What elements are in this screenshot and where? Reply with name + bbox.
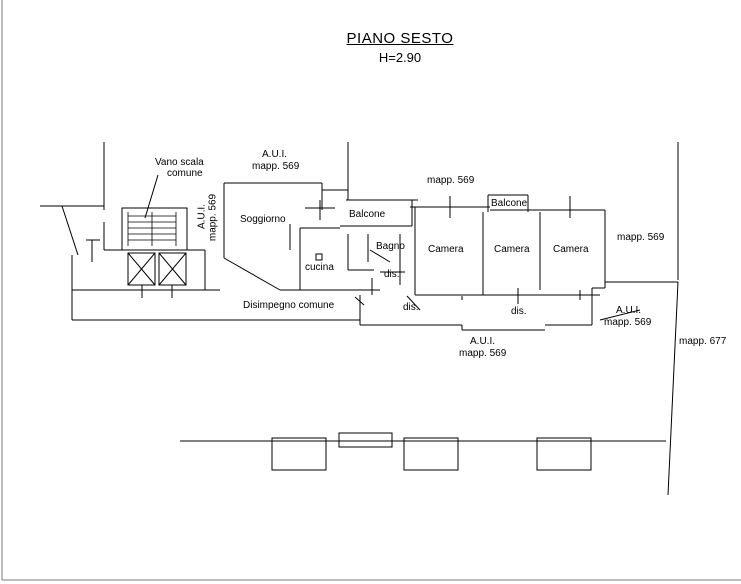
left-building-walls bbox=[40, 142, 360, 321]
plan-height: H=2.90 bbox=[378, 50, 422, 65]
label-disimpegno-comune: Disimpegno comune bbox=[243, 300, 335, 311]
label-mapp-569-right: mapp. 569 bbox=[617, 232, 665, 243]
label-aui-top: A.U.I. bbox=[262, 149, 288, 160]
label-comune: comune bbox=[167, 168, 203, 179]
label-aui-bottom: A.U.I. bbox=[470, 336, 496, 347]
right-boundary bbox=[605, 142, 679, 496]
balcone-bagno-walls bbox=[340, 142, 418, 295]
label-dis-1: dis. bbox=[384, 269, 400, 280]
label-balcone-left: Balcone bbox=[349, 209, 386, 220]
plan-title: PIANO SESTO bbox=[346, 30, 454, 47]
label-camera-3: Camera bbox=[553, 244, 589, 255]
label-soggiorno: Soggiorno bbox=[240, 214, 286, 225]
label-dis-3: dis. bbox=[511, 306, 527, 317]
label-cucina: cucina bbox=[305, 262, 334, 273]
soggiorno-walls bbox=[223, 182, 380, 291]
label-mapp-569-bottom: mapp. 569 bbox=[459, 348, 507, 359]
label-bagno: Bagno bbox=[376, 241, 405, 252]
label-mapp-569-top: mapp. 569 bbox=[252, 161, 300, 172]
apartment-walls bbox=[354, 194, 641, 331]
courtyard-elements bbox=[180, 432, 666, 471]
label-mapp-569-vertical: mapp. 569 bbox=[207, 193, 219, 242]
stair-core bbox=[121, 174, 188, 298]
label-dis-2: dis. bbox=[403, 302, 419, 313]
label-camera-1: Camera bbox=[428, 244, 464, 255]
label-mapp-569-upper: mapp. 569 bbox=[427, 175, 475, 186]
label-camera-2: Camera bbox=[494, 244, 530, 255]
label-mapp-569-right-lower: mapp. 569 bbox=[604, 317, 652, 328]
label-aui-vertical: A.U.I. bbox=[196, 204, 208, 230]
label-balcone-right: Balcone bbox=[491, 198, 528, 209]
label-aui-right: A.U.I. bbox=[616, 305, 642, 316]
label-vano-scala: Vano scala bbox=[155, 157, 204, 168]
label-mapp-677: mapp. 677 bbox=[679, 336, 727, 347]
